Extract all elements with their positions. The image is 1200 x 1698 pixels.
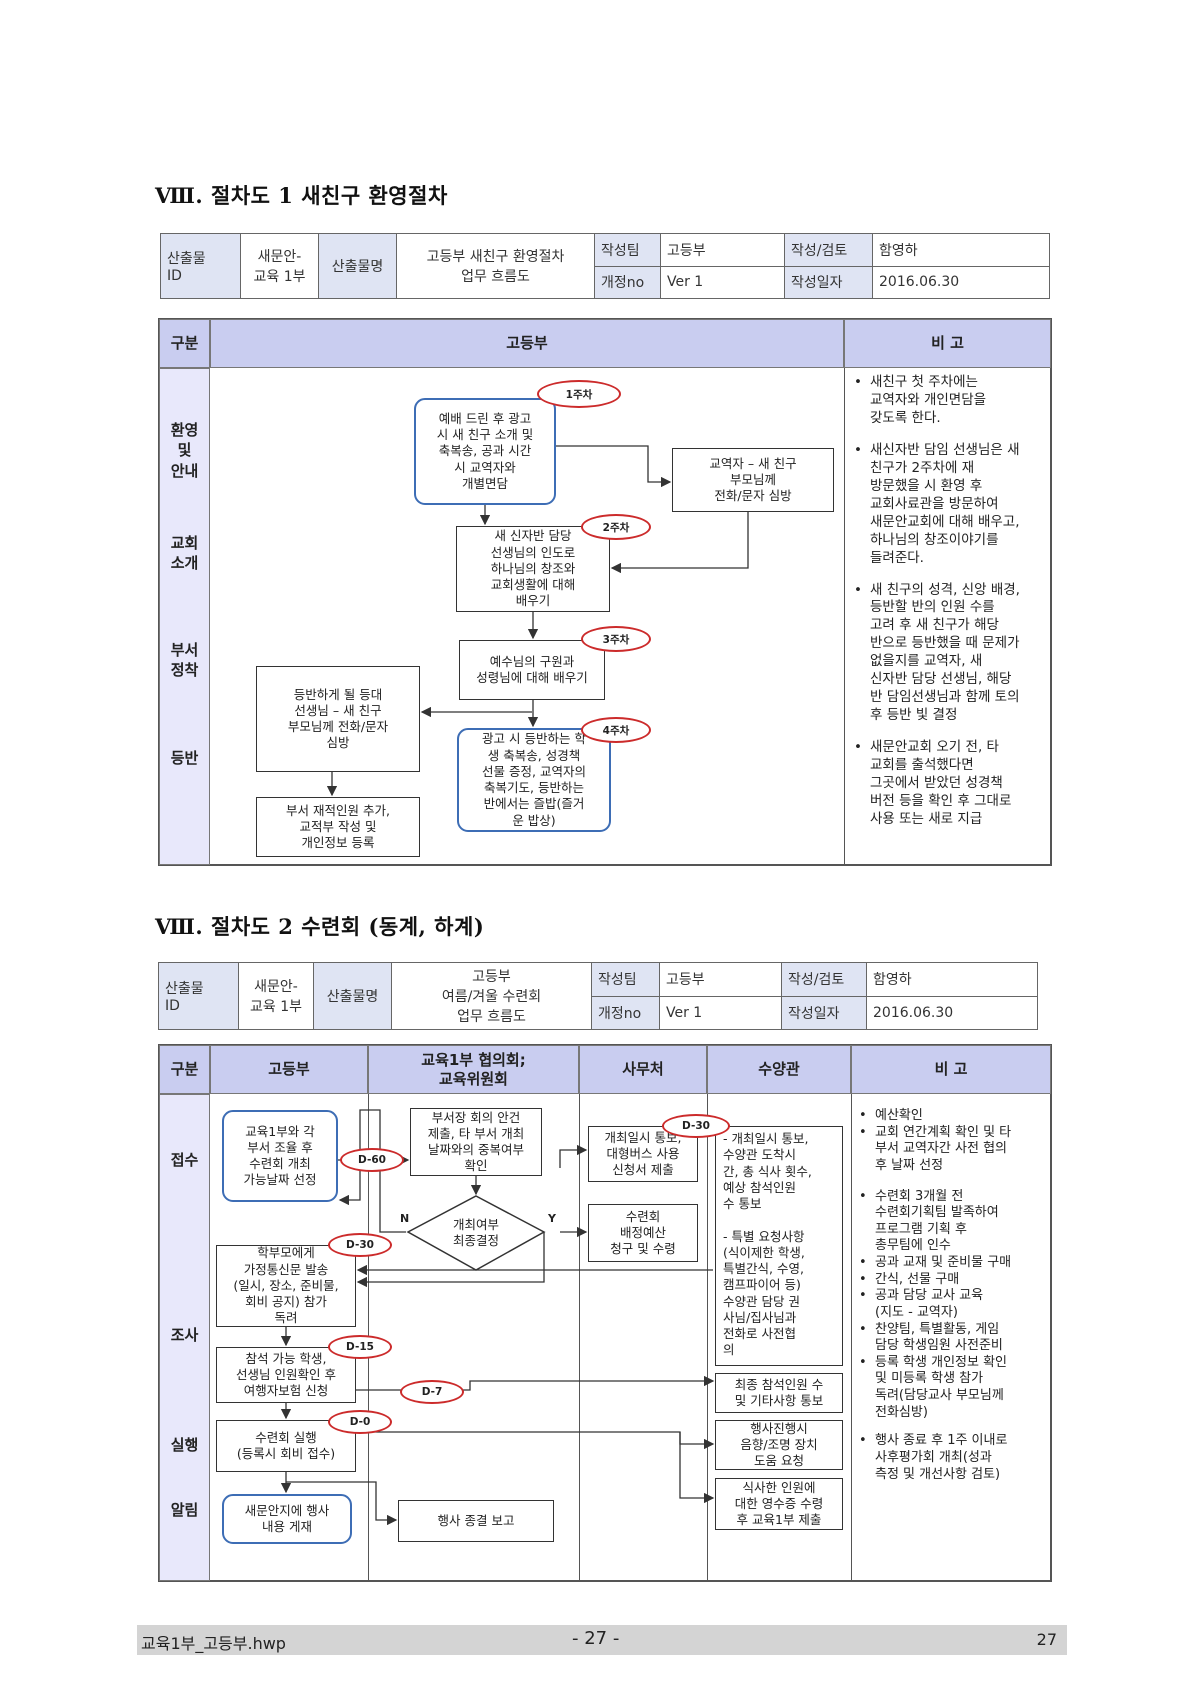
s2-row-notice: 알림 [170, 1501, 199, 1519]
meta-name-value: 고등부 새친구 환영절차 업무 흐름도 [396, 233, 595, 299]
s2-final-count-box: 최종 참석인원 수 및 기타사항 통보 [715, 1373, 843, 1413]
s2-note: 교회 연간계획 확인 및 타 부서 교역자간 사전 협의 후 날짜 선정 [855, 1125, 1051, 1175]
meta-date-value: 2016.06.30 [866, 995, 1038, 1030]
s1-row-promotion: 등반 [170, 749, 199, 767]
meta-team-label: 작성팀 [594, 233, 661, 267]
meta-name-value: 고등부 여름/겨울 수련회 업무 흐름도 [391, 962, 592, 1030]
meta-team-value: 고등부 [659, 962, 782, 997]
week-2-oval: 2주차 [581, 514, 651, 540]
section2-title: Ⅷ. 절차도 2 수련회 (동계, 하계) [155, 914, 485, 939]
s2-note: 예산확인 [855, 1108, 1051, 1125]
s2-remarks-list: 예산확인 교회 연간계획 확인 및 타 부서 교역자간 사전 협의 후 날짜 선… [855, 1108, 1051, 1483]
footer-filename: 교육1부_고등부.hwp [141, 1634, 286, 1653]
s1-remarks-list: 새친구 첫 주차에는 교역자와 개인면담을 갖도록 한다. 새신자반 담임 선생… [850, 374, 1050, 829]
s2-facility-notice-box: - 개최일시 통보, 수양관 도착시 간, 총 식사 횟수, 예상 참석인원 수… [715, 1126, 843, 1366]
s2-row-execute: 실행 [170, 1436, 199, 1454]
s1-row-church-intro: 교회 소개 [170, 534, 199, 573]
s2-receipt-box: 식사한 인원에 대한 영수증 수령 후 교육1부 제출 [715, 1478, 843, 1530]
s2-row-intake: 접수 [170, 1151, 199, 1169]
d-label-oval: D-15 [328, 1335, 392, 1359]
footer-page-number: 27 [1036, 1630, 1057, 1649]
s2-note: 수련회 3개월 전 수련회기획팀 발족하여 프로그램 기획 후 총무팀에 인수 [855, 1189, 1051, 1256]
s2-insurance-box: 참석 가능 학생, 선생님 인원확인 후 여행자보험 신청 [216, 1347, 356, 1403]
d-label-oval: D-60 [340, 1148, 404, 1172]
s2-note: 행사 종료 후 1주 이내로 사후평가회 개최(성과 측정 및 개선사항 검토) [855, 1433, 1051, 1483]
s1-header-category: 구분 [159, 319, 210, 368]
meta-name-label: 산출물명 [313, 962, 392, 1030]
s2-select-date-box: 교육1부와 각 부서 조율 후 수련회 개최 가능날짜 선정 [222, 1110, 338, 1202]
week-3-oval: 3주차 [581, 626, 651, 652]
s2-newsletter-box: 학부모에게 가정통신문 발송 (일시, 장소, 준비물, 회비 공지) 참가 독… [216, 1245, 356, 1327]
s2-header-facility: 수양관 [707, 1045, 851, 1094]
d-label-oval: D-0 [328, 1410, 392, 1434]
s2-header-dept: 고등부 [210, 1045, 368, 1094]
s2-agenda-box: 부서장 회의 안건 제출, 타 부서 개최 날짜와의 중복여부 확인 [410, 1108, 542, 1176]
meta-team-value: 고등부 [660, 233, 785, 267]
s1-promotion-box: 광고 시 등반하는 학 생 축복송, 성경책 선물 증정, 교역자의 축복기도,… [457, 728, 611, 832]
s2-header-office: 사무처 [579, 1045, 707, 1094]
meta-id-value: 새문안- 교육 1부 [238, 962, 314, 1030]
s2-note: 간식, 선물 구매 [855, 1272, 1051, 1289]
s1-note: 새친구 첫 주차에는 교역자와 개인면담을 갖도록 한다. [850, 374, 1050, 428]
week-1-oval: 1주차 [537, 380, 621, 408]
s2-note: 공과 교재 및 준비물 구매 [855, 1255, 1051, 1272]
meta-id-label: 산출물 ID [160, 233, 241, 299]
s2-note: 공과 담당 교사 교육 (지도 - 교역자) [855, 1288, 1051, 1321]
d-label-oval: D-7 [400, 1380, 464, 1404]
s2-category-column [159, 1094, 210, 1581]
d-label-oval: D-30 [662, 1114, 730, 1138]
s2-notice-box: 새문안지에 행사 내용 게재 [222, 1494, 352, 1544]
d-label-oval: D-30 [328, 1233, 392, 1257]
s1-row-settle: 부서 정착 [170, 641, 199, 680]
meta-author-value: 함영하 [866, 962, 1038, 997]
meta-name-label: 산출물명 [318, 233, 397, 299]
meta-id-value: 새문안- 교육 1부 [240, 233, 319, 299]
s1-salvation-box: 예수님의 구원과 성령님에 대해 배우기 [459, 640, 605, 700]
meta-author-label: 작성/검토 [784, 233, 873, 267]
s1-note: 새 친구의 성격, 신앙 배경, 등반할 반의 인원 수를 고려 후 새 친구가… [850, 582, 1050, 726]
meta-date-value: 2016.06.30 [872, 265, 1050, 299]
section1-meta-table: 산출물 ID 새문안- 교육 1부 산출물명 고등부 새친구 환영절차 업무 흐… [160, 233, 1050, 299]
meta-rev-value: Ver 1 [660, 265, 785, 299]
s1-header-dept: 고등부 [210, 319, 844, 368]
meta-author-label: 작성/검토 [781, 962, 867, 997]
section2-meta-table: 산출물 ID 새문안- 교육 1부 산출물명 고등부 여름/겨울 수련회 업무 … [158, 962, 1038, 1030]
footer-center-page: - 27 - [572, 1628, 620, 1649]
meta-team-label: 작성팀 [591, 962, 660, 997]
decision-no-label: N [400, 1212, 410, 1225]
s2-budget-box: 수련회 배정예산 청구 및 수령 [588, 1204, 698, 1262]
s2-decision-label: 개최여부 최종결정 [452, 1216, 499, 1248]
week-4-oval: 4주차 [581, 717, 651, 743]
s2-header-remarks: 비 고 [851, 1045, 1051, 1094]
s2-sound-box: 행사진행시 음향/조명 장치 도움 요청 [715, 1420, 843, 1470]
s2-header-category: 구분 [159, 1045, 210, 1094]
s1-teacher-guide-box: 새 신자반 담당 선생님의 인도로 하나님의 창조와 교회생활에 대해 배우기 [456, 526, 610, 612]
meta-date-label: 작성일자 [781, 995, 867, 1030]
meta-rev-label: 개정no [591, 995, 660, 1030]
meta-id-label: 산출물 ID [158, 962, 239, 1030]
s1-header-remarks: 비 고 [844, 319, 1051, 368]
page-footer: 교육1부_고등부.hwp - 27 - 27 [137, 1625, 1067, 1655]
section1-title: Ⅷ. 절차도 1 새친구 환영절차 [155, 183, 448, 208]
s1-parents-call-box: 교역자 – 새 친구 부모님께 전화/문자 심방 [672, 448, 834, 512]
s1-announce-box: 예배 드린 후 광고 시 새 친구 소개 및 축복송, 공과 시간 시 교역자와… [414, 398, 556, 505]
s2-row-survey: 조사 [170, 1326, 199, 1344]
decision-yes-label: Y [548, 1212, 556, 1225]
s1-category-column [159, 368, 210, 865]
s2-report-box: 행사 종결 보고 [398, 1500, 554, 1542]
s1-row-welcome: 환영 및 안내 [170, 421, 199, 480]
meta-date-label: 작성일자 [784, 265, 873, 299]
meta-author-value: 함영하 [872, 233, 1050, 267]
s1-note: 새문안교회 오기 전, 타 교회를 출석했다면 그곳에서 받았던 성경책 버전 … [850, 739, 1050, 829]
s1-register-box: 부서 재적인원 추가, 교적부 작성 및 개인정보 등록 [256, 797, 420, 857]
meta-rev-value: Ver 1 [659, 995, 782, 1030]
meta-rev-label: 개정no [594, 265, 661, 299]
s2-note: 찬양팀, 특별활동, 게임 담당 학생임원 사전준비 [855, 1322, 1051, 1355]
s1-class-teacher-box: 등반하게 될 등대 선생님 – 새 친구 부모님께 전화/문자 심방 [256, 666, 420, 772]
s2-note: 등록 학생 개인정보 확인 및 미등록 학생 참가 독려(담당교사 부모님께 전… [855, 1355, 1051, 1422]
s2-header-council: 교육1부 협의회; 교육위원회 [368, 1045, 579, 1094]
s1-note: 새신자반 담임 선생님은 새 친구가 2주차에 재 방문했을 시 환영 후 교회… [850, 442, 1050, 568]
